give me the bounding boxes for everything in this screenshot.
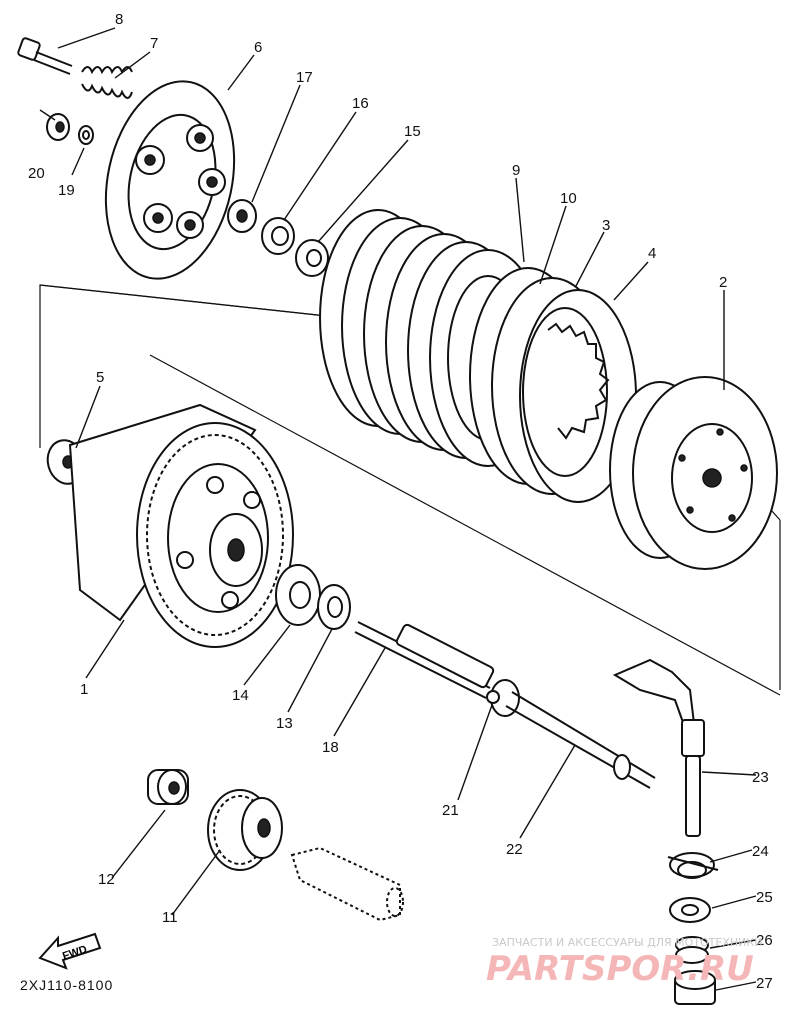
clutch-plate-part xyxy=(469,267,637,503)
washer-part xyxy=(78,125,94,145)
callout-8: 8 xyxy=(115,11,123,28)
watermark-caption: ЗАПЧАСТИ И АКСЕССУАРЫ ДЛЯ МОТОТЕХНИКИ xyxy=(492,936,762,949)
drive-gear-part xyxy=(207,789,283,871)
lever-washer-part xyxy=(669,897,711,923)
callout-9: 9 xyxy=(512,162,520,179)
bearing-part xyxy=(261,217,295,255)
push-rod-part xyxy=(354,621,656,789)
callout-16: 16 xyxy=(352,95,369,112)
callout-19: 19 xyxy=(58,182,75,199)
watermark: ЗАПЧАСТИ И АКСЕССУАРЫ ДЛЯ МОТОТЕХНИКИ PA… xyxy=(486,936,762,989)
collar-part xyxy=(147,769,189,805)
fwd-arrow: FWD xyxy=(38,932,102,970)
callout-18: 18 xyxy=(322,739,339,756)
callout-26: 26 xyxy=(756,932,773,949)
callout-24: 24 xyxy=(752,843,769,860)
nut-part xyxy=(46,113,70,141)
clutch-boss-part xyxy=(609,376,778,570)
callout-6: 6 xyxy=(254,39,262,56)
callout-10: 10 xyxy=(560,190,577,207)
leader-lines xyxy=(39,27,757,991)
adjuster-part xyxy=(227,199,257,233)
callout-7: 7 xyxy=(150,35,158,52)
callout-4: 4 xyxy=(648,245,656,262)
bolt-part xyxy=(17,37,73,75)
bushing-part xyxy=(675,936,709,964)
callout-21: 21 xyxy=(442,802,459,819)
callout-3: 3 xyxy=(602,217,610,234)
lock-washer-part xyxy=(295,239,329,277)
callout-2: 2 xyxy=(719,274,727,291)
callout-27: 27 xyxy=(756,975,773,992)
pressure-plate-part xyxy=(104,80,236,280)
callout-12: 12 xyxy=(98,871,115,888)
spring-part xyxy=(81,66,133,99)
callout-23: 23 xyxy=(752,769,769,786)
callout-15: 15 xyxy=(404,123,421,140)
main-axle-part xyxy=(290,846,404,922)
assembly-outline xyxy=(39,284,781,696)
clutch-housing-part xyxy=(68,403,294,648)
callout-numbers: 8 7 6 17 16 15 9 10 3 4 2 20 19 5 1 14 1… xyxy=(28,11,773,992)
callout-13: 13 xyxy=(276,715,293,732)
callout-25: 25 xyxy=(756,889,773,906)
small-washer-part xyxy=(317,584,351,630)
callout-5: 5 xyxy=(96,369,104,386)
callout-1: 1 xyxy=(80,681,88,698)
watermark-logo: PARTSPOR.RU xyxy=(486,949,754,989)
oil-seal-part xyxy=(667,852,719,879)
callout-17: 17 xyxy=(296,69,313,86)
drawing-code: 2XJ110-8100 xyxy=(20,977,113,993)
callout-20: 20 xyxy=(28,165,45,182)
push-lever-part xyxy=(612,658,705,837)
callout-22: 22 xyxy=(506,841,523,858)
callout-14: 14 xyxy=(232,687,249,704)
callout-11: 11 xyxy=(162,909,178,926)
bearing-bush-part xyxy=(674,970,716,1005)
large-washer-part xyxy=(275,564,321,626)
